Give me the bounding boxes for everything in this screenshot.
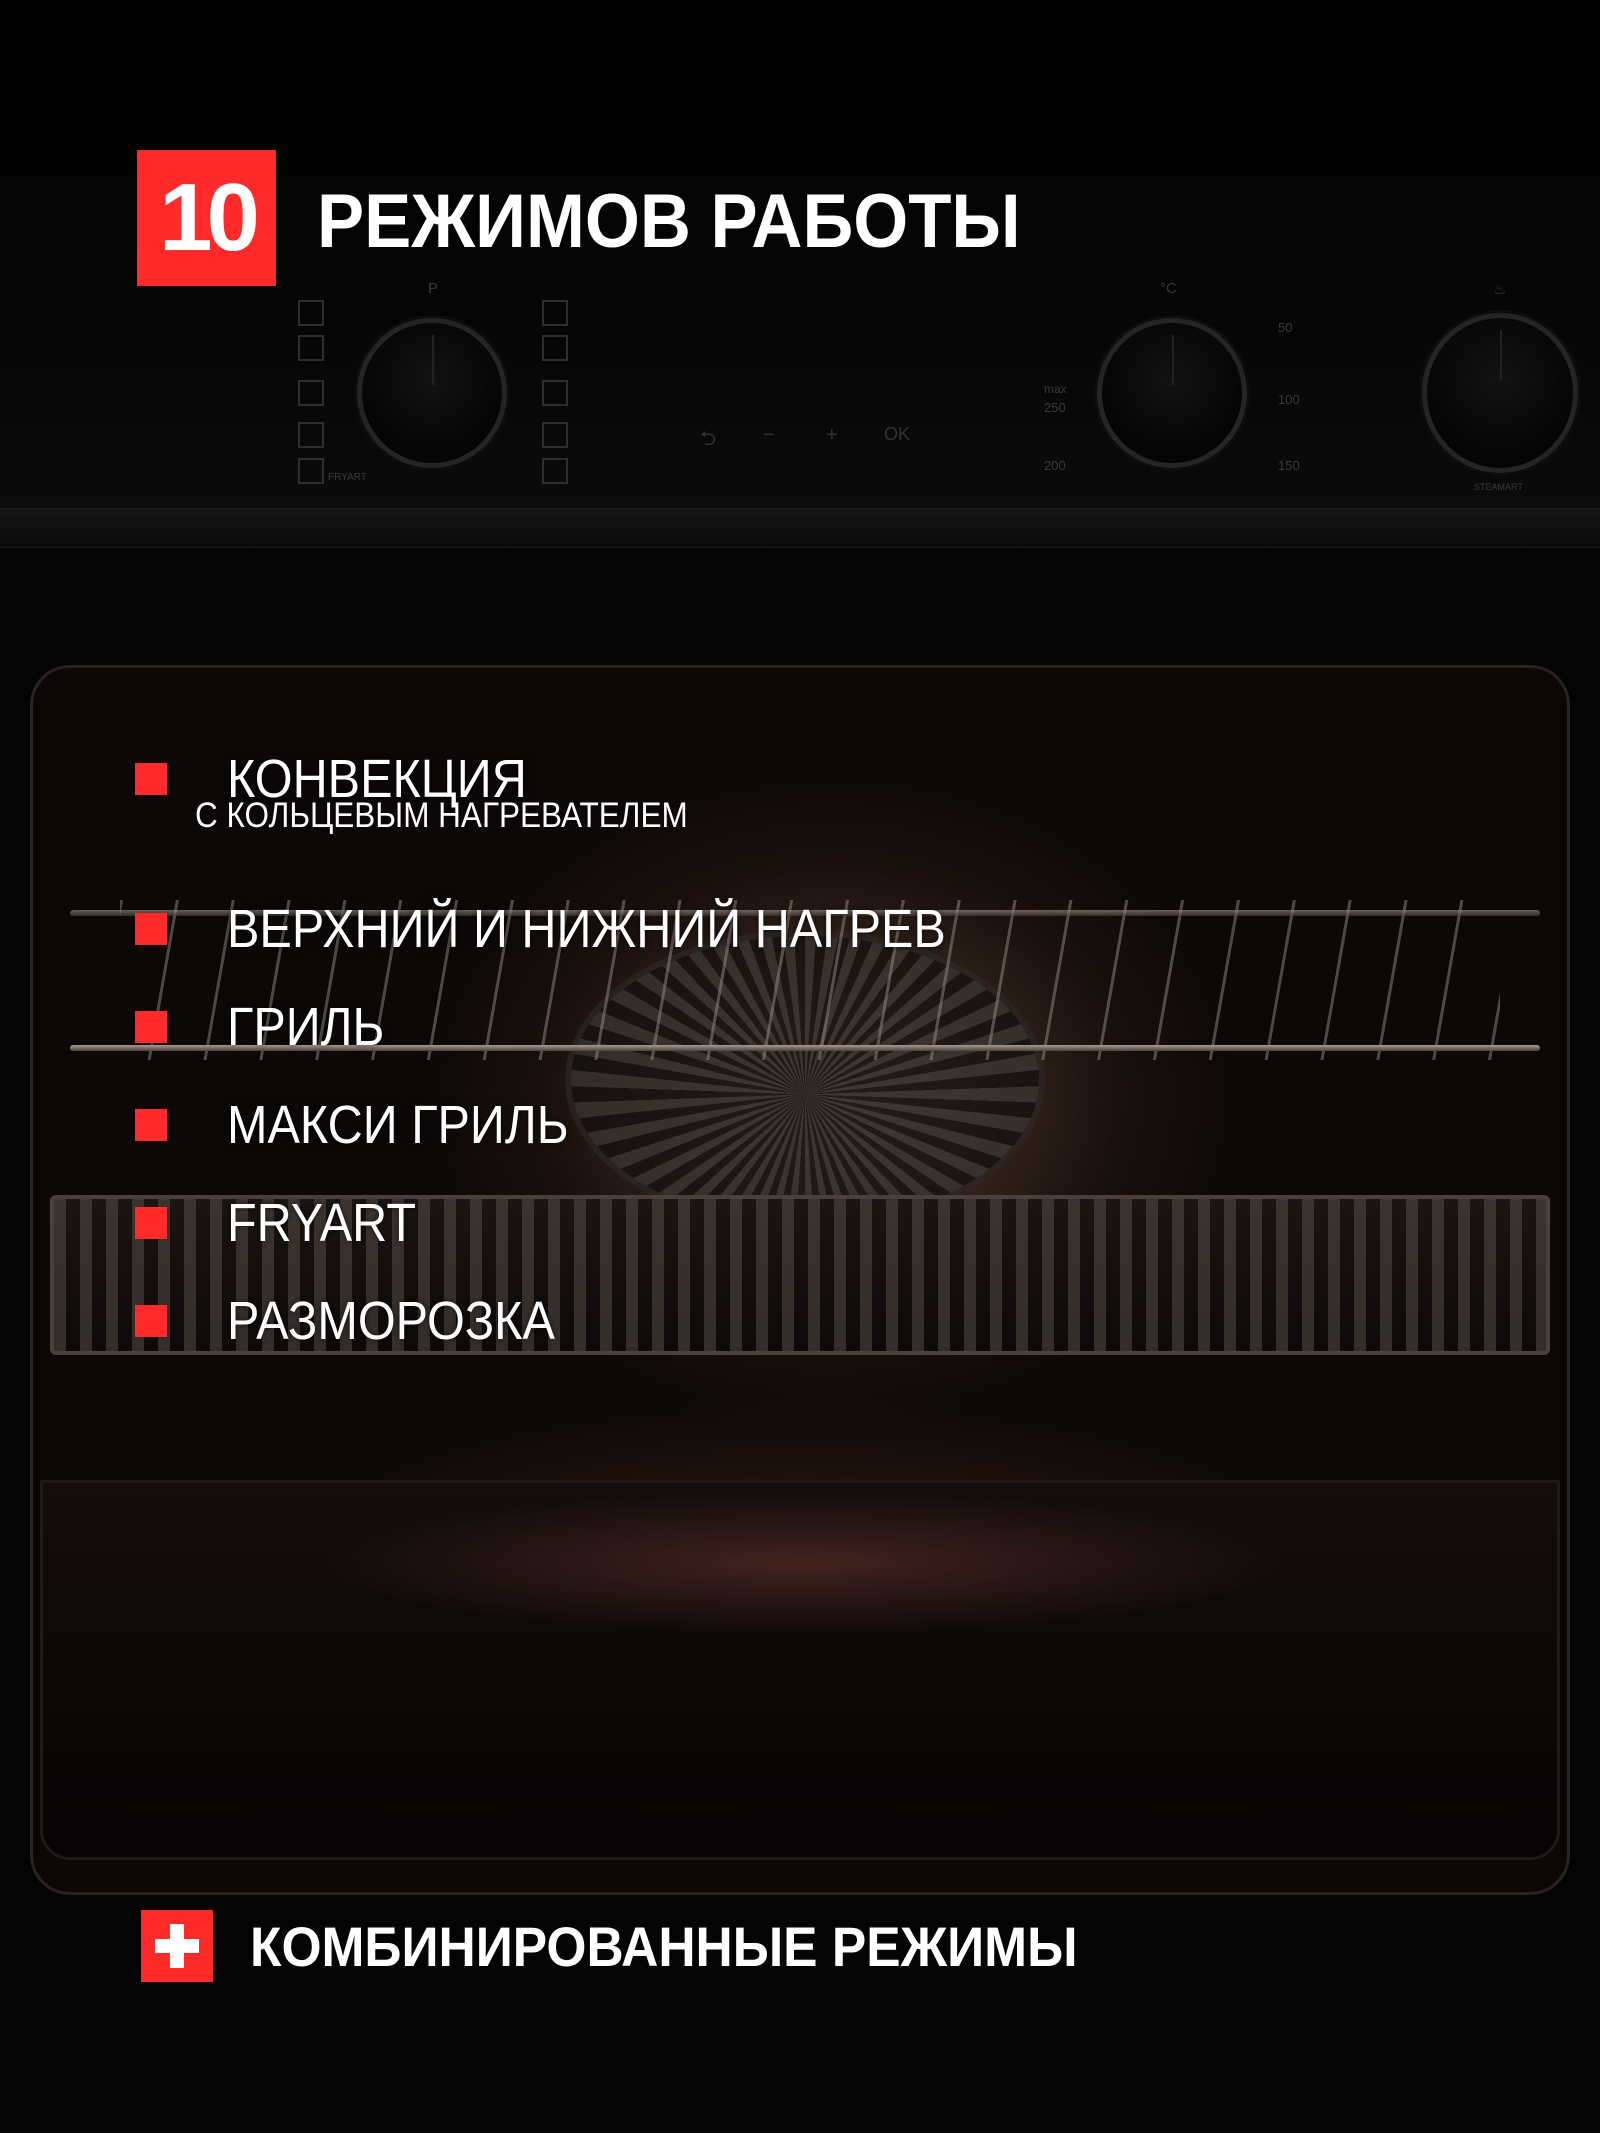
list-item: ГРИЛЬ xyxy=(135,978,1026,1076)
mode-label: МАКСИ ГРИЛЬ xyxy=(227,1095,569,1155)
light-icon xyxy=(298,300,324,326)
temp-mark-150: 150 xyxy=(1278,458,1300,473)
temp-mark-250: 250 xyxy=(1044,400,1066,415)
steam-icon: ♨ xyxy=(1493,281,1507,298)
panel-edge xyxy=(0,508,1600,548)
mode-knob-label: P xyxy=(428,280,439,297)
bullet-icon xyxy=(135,1305,167,1337)
list-item: FRYART xyxy=(135,1174,1026,1272)
mode-label: ВЕРХНИЙ И НИЖНИЙ НАГРЕВ xyxy=(227,899,946,959)
bullet-icon xyxy=(135,1011,167,1043)
mode-sublabel: С КОЛЬЦЕВЫМ НАГРЕВАТЕЛЕМ xyxy=(195,796,688,835)
list-item: КОНВЕКЦИЯ xyxy=(135,730,1026,828)
mode-label: КОНВЕКЦИЯ xyxy=(227,749,527,809)
mode-label: FRYART xyxy=(227,1193,417,1253)
temp-mark-50: 50 xyxy=(1278,320,1293,335)
temp-mark-100: 100 xyxy=(1278,392,1300,407)
bottom-heat-icon xyxy=(298,380,324,406)
ok-button[interactable]: OK xyxy=(884,424,911,444)
minus-button[interactable]: − xyxy=(763,424,775,446)
temp-knob-label: °C xyxy=(1160,280,1177,297)
mode-count-badge: 10 xyxy=(137,150,276,286)
mode-label: ГРИЛЬ xyxy=(227,997,385,1057)
plus-icon xyxy=(141,1910,213,1982)
combined-modes-label: КОМБИНИРОВАННЫЕ РЕЖИМЫ xyxy=(250,1915,1078,1978)
temp-mark-200: 200 xyxy=(1044,458,1066,473)
grill-icon xyxy=(542,458,568,484)
bullet-icon xyxy=(135,913,167,945)
mode-knob[interactable] xyxy=(357,318,507,468)
wire-rack-rail xyxy=(70,910,1540,916)
list-item: РАЗМОРОЗКА xyxy=(135,1272,1026,1370)
grill-fan-icon xyxy=(542,300,568,326)
temp-mark-max: max xyxy=(1044,382,1067,396)
max-grill-icon xyxy=(542,422,568,448)
temperature-knob[interactable] xyxy=(1097,318,1247,468)
baking-tray xyxy=(50,1195,1550,1355)
top-bottom-heat-icon xyxy=(542,335,568,361)
plus-button[interactable]: + xyxy=(826,424,838,446)
max-grill-fan-icon xyxy=(542,380,568,406)
bullet-icon xyxy=(135,1109,167,1141)
page-title: РЕЖИМОВ РАБОТЫ xyxy=(317,179,1021,264)
list-item: ВЕРХНИЙ И НИЖНИЙ НАГРЕВ xyxy=(135,880,1026,978)
bullet-icon xyxy=(135,763,167,795)
steam-knob-label: STEAMART xyxy=(1474,482,1523,492)
fan-ring-icon xyxy=(298,458,324,484)
wire-rack xyxy=(120,900,1500,1060)
convection-fan xyxy=(565,930,1045,1230)
oven-door-floor xyxy=(40,1480,1560,1860)
steam-knob[interactable] xyxy=(1422,313,1578,473)
fan-icon xyxy=(298,422,324,448)
wire-rack-rail xyxy=(70,1045,1540,1051)
list-item: МАКСИ ГРИЛЬ xyxy=(135,1076,1026,1174)
back-button[interactable]: ⮌ xyxy=(700,428,717,450)
fryart-mark: FRYART xyxy=(328,472,367,483)
modes-list: КОНВЕКЦИЯ ВЕРХНИЙ И НИЖНИЙ НАГРЕВ ГРИЛЬ … xyxy=(135,730,1026,1370)
defrost-icon xyxy=(298,335,324,361)
mode-label: РАЗМОРОЗКА xyxy=(227,1291,555,1351)
bullet-icon xyxy=(135,1207,167,1239)
